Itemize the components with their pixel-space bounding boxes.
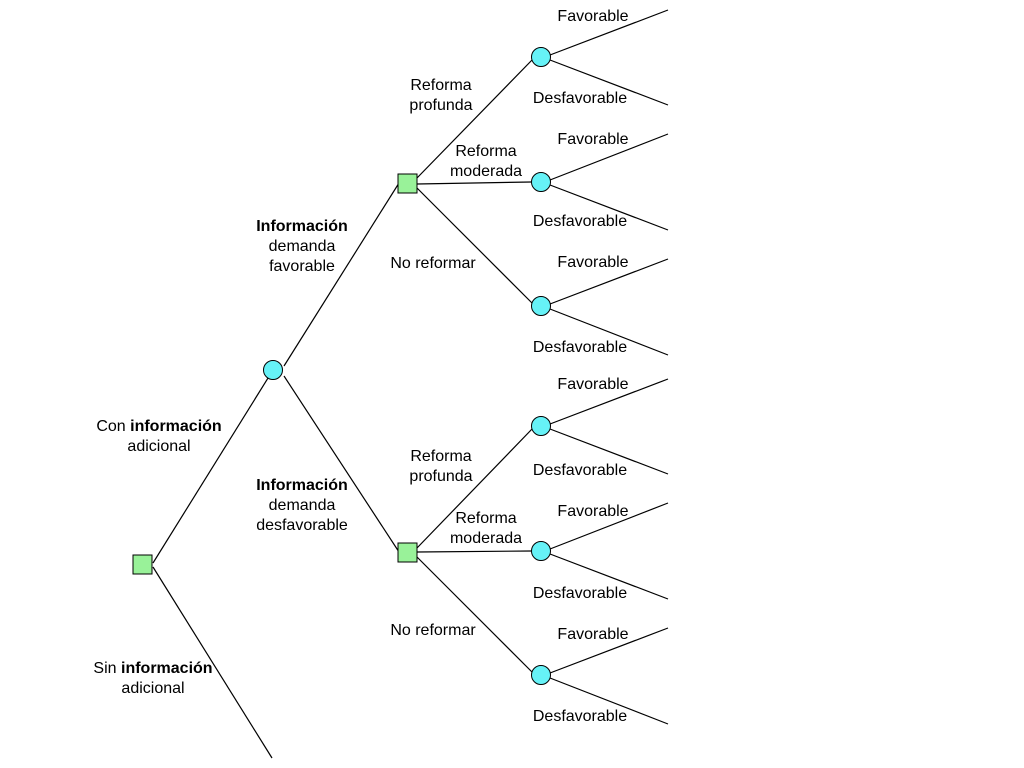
label-con-bold: información [130, 418, 222, 435]
outcome-label-favorable: Favorable [557, 376, 629, 393]
edge-outcome-favorable [549, 133, 669, 181]
option-line2: profunda [409, 97, 473, 114]
outcome-label-favorable: Favorable [557, 626, 629, 643]
chance-node-upper-moderada [531, 172, 551, 192]
outcome-label-favorable: Favorable [557, 503, 629, 520]
edge-root-con-informacion [152, 369, 274, 564]
option-line2: moderada [449, 530, 523, 547]
label-sin-plain: Sin [93, 660, 117, 677]
outcome-label-desfavorable: Desfavorable [532, 585, 628, 602]
option-line1: Reforma [455, 143, 517, 160]
option-label-reforma-moderada: Reforma moderada [450, 509, 522, 549]
edge-upper-reforma-moderada [416, 181, 532, 185]
label-informacion-desfavorable: Información demanda desfavorable [256, 476, 348, 536]
label-info-fav-bold: Información [256, 218, 348, 235]
option-line1: Reforma [455, 510, 517, 527]
label-info-desfav-line3: desfavorable [256, 517, 348, 534]
edge-upper-reforma-profunda [416, 58, 534, 179]
edge-info-desfavorable [283, 375, 400, 553]
edge-outcome-desfavorable [549, 59, 669, 106]
chance-node-upper-profunda [531, 47, 551, 67]
chance-node-lower-moderada [531, 541, 551, 561]
edge-lower-no-reformar [416, 556, 534, 674]
chance-node-lower-no-reformar [531, 665, 551, 685]
option-line2: profunda [409, 468, 473, 485]
label-info-fav-line3: favorable [269, 258, 335, 275]
edge-outcome-desfavorable [549, 428, 669, 475]
label-informacion-favorable: Información demanda favorable [256, 217, 348, 277]
option-label-reforma-profunda: Reforma profunda [409, 447, 472, 487]
edge-info-favorable [283, 182, 400, 367]
label-sin-line2: adicional [121, 680, 185, 697]
option-line1: No reformar [390, 255, 476, 272]
label-info-desfav-bold: Información [256, 477, 348, 494]
edge-outcome-favorable [549, 502, 669, 550]
label-con-plain: Con [96, 418, 126, 435]
outcome-label-desfavorable: Desfavorable [532, 213, 628, 230]
root-decision-node [132, 554, 153, 575]
chance-node-lower-profunda [531, 416, 551, 436]
outcome-label-desfavorable: Desfavorable [532, 708, 628, 725]
edge-outcome-desfavorable [549, 677, 669, 725]
label-info-desfav-line2: demanda [268, 497, 336, 514]
edge-lower-reforma-profunda [416, 427, 534, 549]
label-info-fav-line2: demanda [268, 238, 336, 255]
edge-outcome-favorable [549, 378, 669, 425]
edge-outcome-desfavorable [549, 308, 669, 356]
outcome-label-desfavorable: Desfavorable [532, 462, 628, 479]
edge-outcome-desfavorable [549, 553, 669, 600]
option-line1: No reformar [390, 622, 476, 639]
label-sin-bold: información [121, 660, 213, 677]
outcome-label-favorable: Favorable [557, 254, 629, 271]
option-label-no-reformar: No reformar [390, 621, 475, 641]
option-line2: moderada [449, 163, 523, 180]
outcome-label-desfavorable: Desfavorable [532, 90, 628, 107]
chance-node-upper-no-reformar [531, 296, 551, 316]
outcome-label-favorable: Favorable [557, 131, 629, 148]
edge-outcome-desfavorable [549, 184, 669, 231]
edge-outcome-favorable [549, 627, 669, 674]
lower-decision-node [397, 542, 418, 563]
label-sin-informacion: Sin información adicional [93, 659, 212, 699]
option-line1: Reforma [410, 77, 472, 94]
upper-decision-node [397, 173, 418, 194]
info-chance-node [263, 360, 283, 380]
option-label-no-reformar: No reformar [390, 254, 475, 274]
outcome-label-favorable: Favorable [557, 8, 629, 25]
label-con-informacion: Con información adicional [96, 417, 221, 457]
option-line1: Reforma [410, 448, 472, 465]
option-label-reforma-moderada: Reforma moderada [450, 142, 522, 182]
edge-outcome-favorable [549, 258, 669, 305]
edge-lower-reforma-moderada [416, 550, 532, 553]
label-con-line2: adicional [127, 438, 191, 455]
option-label-reforma-profunda: Reforma profunda [409, 76, 472, 116]
edge-upper-no-reformar [416, 187, 534, 305]
outcome-label-desfavorable: Desfavorable [532, 339, 628, 356]
edge-outcome-favorable [549, 9, 669, 56]
edge-root-sin-informacion [152, 566, 273, 759]
